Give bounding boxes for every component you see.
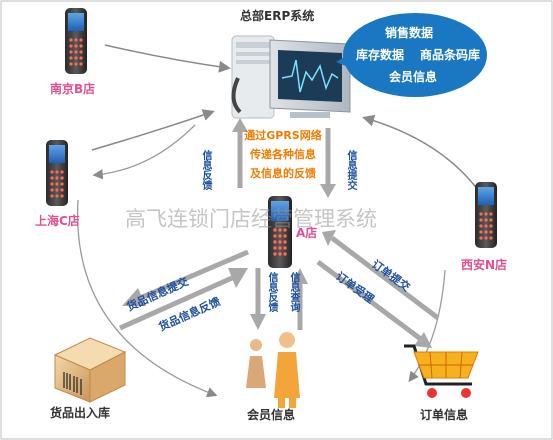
gprs-line-1: 通过GPRS网络: [244, 129, 322, 142]
label-info-feedback-left: 信息反馈: [200, 150, 211, 190]
order-arrows: [316, 230, 440, 348]
bottom-goods-label: 货品出入库: [50, 406, 111, 420]
store-shanghai-label: 上海C店: [35, 214, 80, 228]
arrow-xian-curve: [408, 269, 446, 383]
arrow-shanghai-curve: [76, 199, 218, 398]
store-nanjing-label: 南京B店: [50, 82, 96, 96]
bubble-inventory-data: 库存数据: [356, 48, 405, 62]
pda-shanghai: [46, 140, 68, 206]
member-arrows: [250, 268, 308, 330]
goods-arrows: [118, 249, 249, 331]
label-member-query: 信息查询: [288, 272, 299, 312]
cart-illustration: [404, 344, 479, 398]
arrow-erp-to-shanghai: [92, 124, 196, 180]
bottom-members-label: 会员信息: [247, 408, 296, 422]
label-member-feedback: 信息反馈: [266, 272, 277, 312]
data-bubble-shape: [336, 13, 487, 97]
erp-server-illustration: [231, 35, 351, 119]
gprs-description: 通过GPRS网络 传递各种信息 及信息的反馈: [236, 126, 330, 183]
bubble-barcode-library: 商品条码库: [420, 48, 481, 62]
bottom-orders-label: 订单信息: [420, 408, 469, 422]
erp-title: 总部ERP系统: [240, 9, 315, 23]
bubble-member-info: 会员信息: [389, 70, 438, 84]
arrow-xian-to-erp: [362, 114, 479, 191]
label-info-submit-right: 信息提交: [345, 150, 356, 190]
gprs-line-3: 及信息的反馈: [250, 167, 316, 180]
pda-xian: [475, 182, 497, 248]
watermark-text: 高飞连锁门店经营管理系统: [125, 207, 377, 231]
store-center-label: A店: [296, 226, 318, 240]
arrow-shanghai-to-erp: [91, 109, 215, 151]
pda-nanjing: [65, 8, 87, 74]
goods-box-illustration: [53, 337, 127, 403]
members-illustration: [246, 332, 300, 408]
arrow-nanjing-to-erp: [104, 44, 231, 73]
bubble-sales-data: 销售数据: [385, 26, 434, 40]
vertical-arrows: [232, 118, 336, 198]
gprs-line-2: 传递各种信息: [250, 148, 316, 161]
store-xian-label: 西安N店: [461, 258, 508, 272]
pda-center: [268, 196, 292, 268]
